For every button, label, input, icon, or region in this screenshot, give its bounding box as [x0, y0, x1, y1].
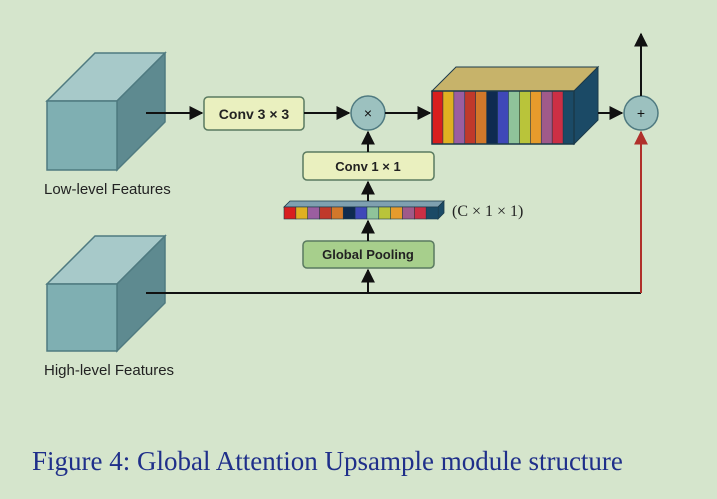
add-symbol: +	[637, 105, 645, 121]
output-feature-stack	[430, 65, 600, 146]
output-channel-stripe	[508, 90, 520, 145]
output-channel-stripe	[497, 90, 510, 145]
vector-channel-cell	[342, 206, 356, 220]
high-level-cube	[45, 234, 167, 353]
vector-channel-cell	[390, 206, 403, 220]
global-pooling-label: Global Pooling	[322, 247, 414, 262]
vector-channel-cell	[425, 206, 439, 220]
vector-channel-cell	[378, 206, 392, 220]
output-channel-stripe	[519, 90, 531, 145]
output-channel-stripe	[540, 90, 553, 145]
low-level-cube	[45, 51, 167, 172]
output-channel-stripe	[464, 90, 477, 145]
low-level-features-label: Low-level Features	[44, 181, 171, 198]
conv3-label: Conv 3 × 3	[219, 106, 290, 122]
output-channel-stripe	[562, 90, 575, 145]
vector-channel-cell	[307, 206, 321, 220]
conv1-label: Conv 1 × 1	[335, 159, 400, 174]
output-channel-stripe	[530, 90, 542, 145]
output-channel-stripe	[453, 90, 466, 145]
multiply-symbol: ×	[364, 105, 372, 121]
vector-channel-cell	[414, 206, 427, 220]
output-channel-stripe	[442, 90, 455, 145]
vector-channel-cell	[354, 206, 368, 220]
vector-dimension-label: (C × 1 × 1)	[452, 203, 523, 220]
vector-channel-cell	[366, 206, 380, 220]
output-channel-stripe	[475, 90, 488, 145]
vector-channel-cell	[319, 206, 332, 220]
output-channel-stripe	[431, 90, 444, 145]
channel-vector	[283, 200, 445, 220]
output-channel-stripe	[486, 90, 499, 145]
vector-channel-cell	[295, 206, 309, 220]
output-channel-stripe	[551, 90, 564, 145]
vector-channel-cell	[402, 206, 415, 220]
figure-caption: Figure 4: Global Attention Upsample modu…	[32, 446, 623, 476]
high-level-features-label: High-level Features	[44, 362, 174, 379]
vector-channel-cell	[331, 206, 344, 220]
vector-channel-cell	[283, 206, 297, 220]
